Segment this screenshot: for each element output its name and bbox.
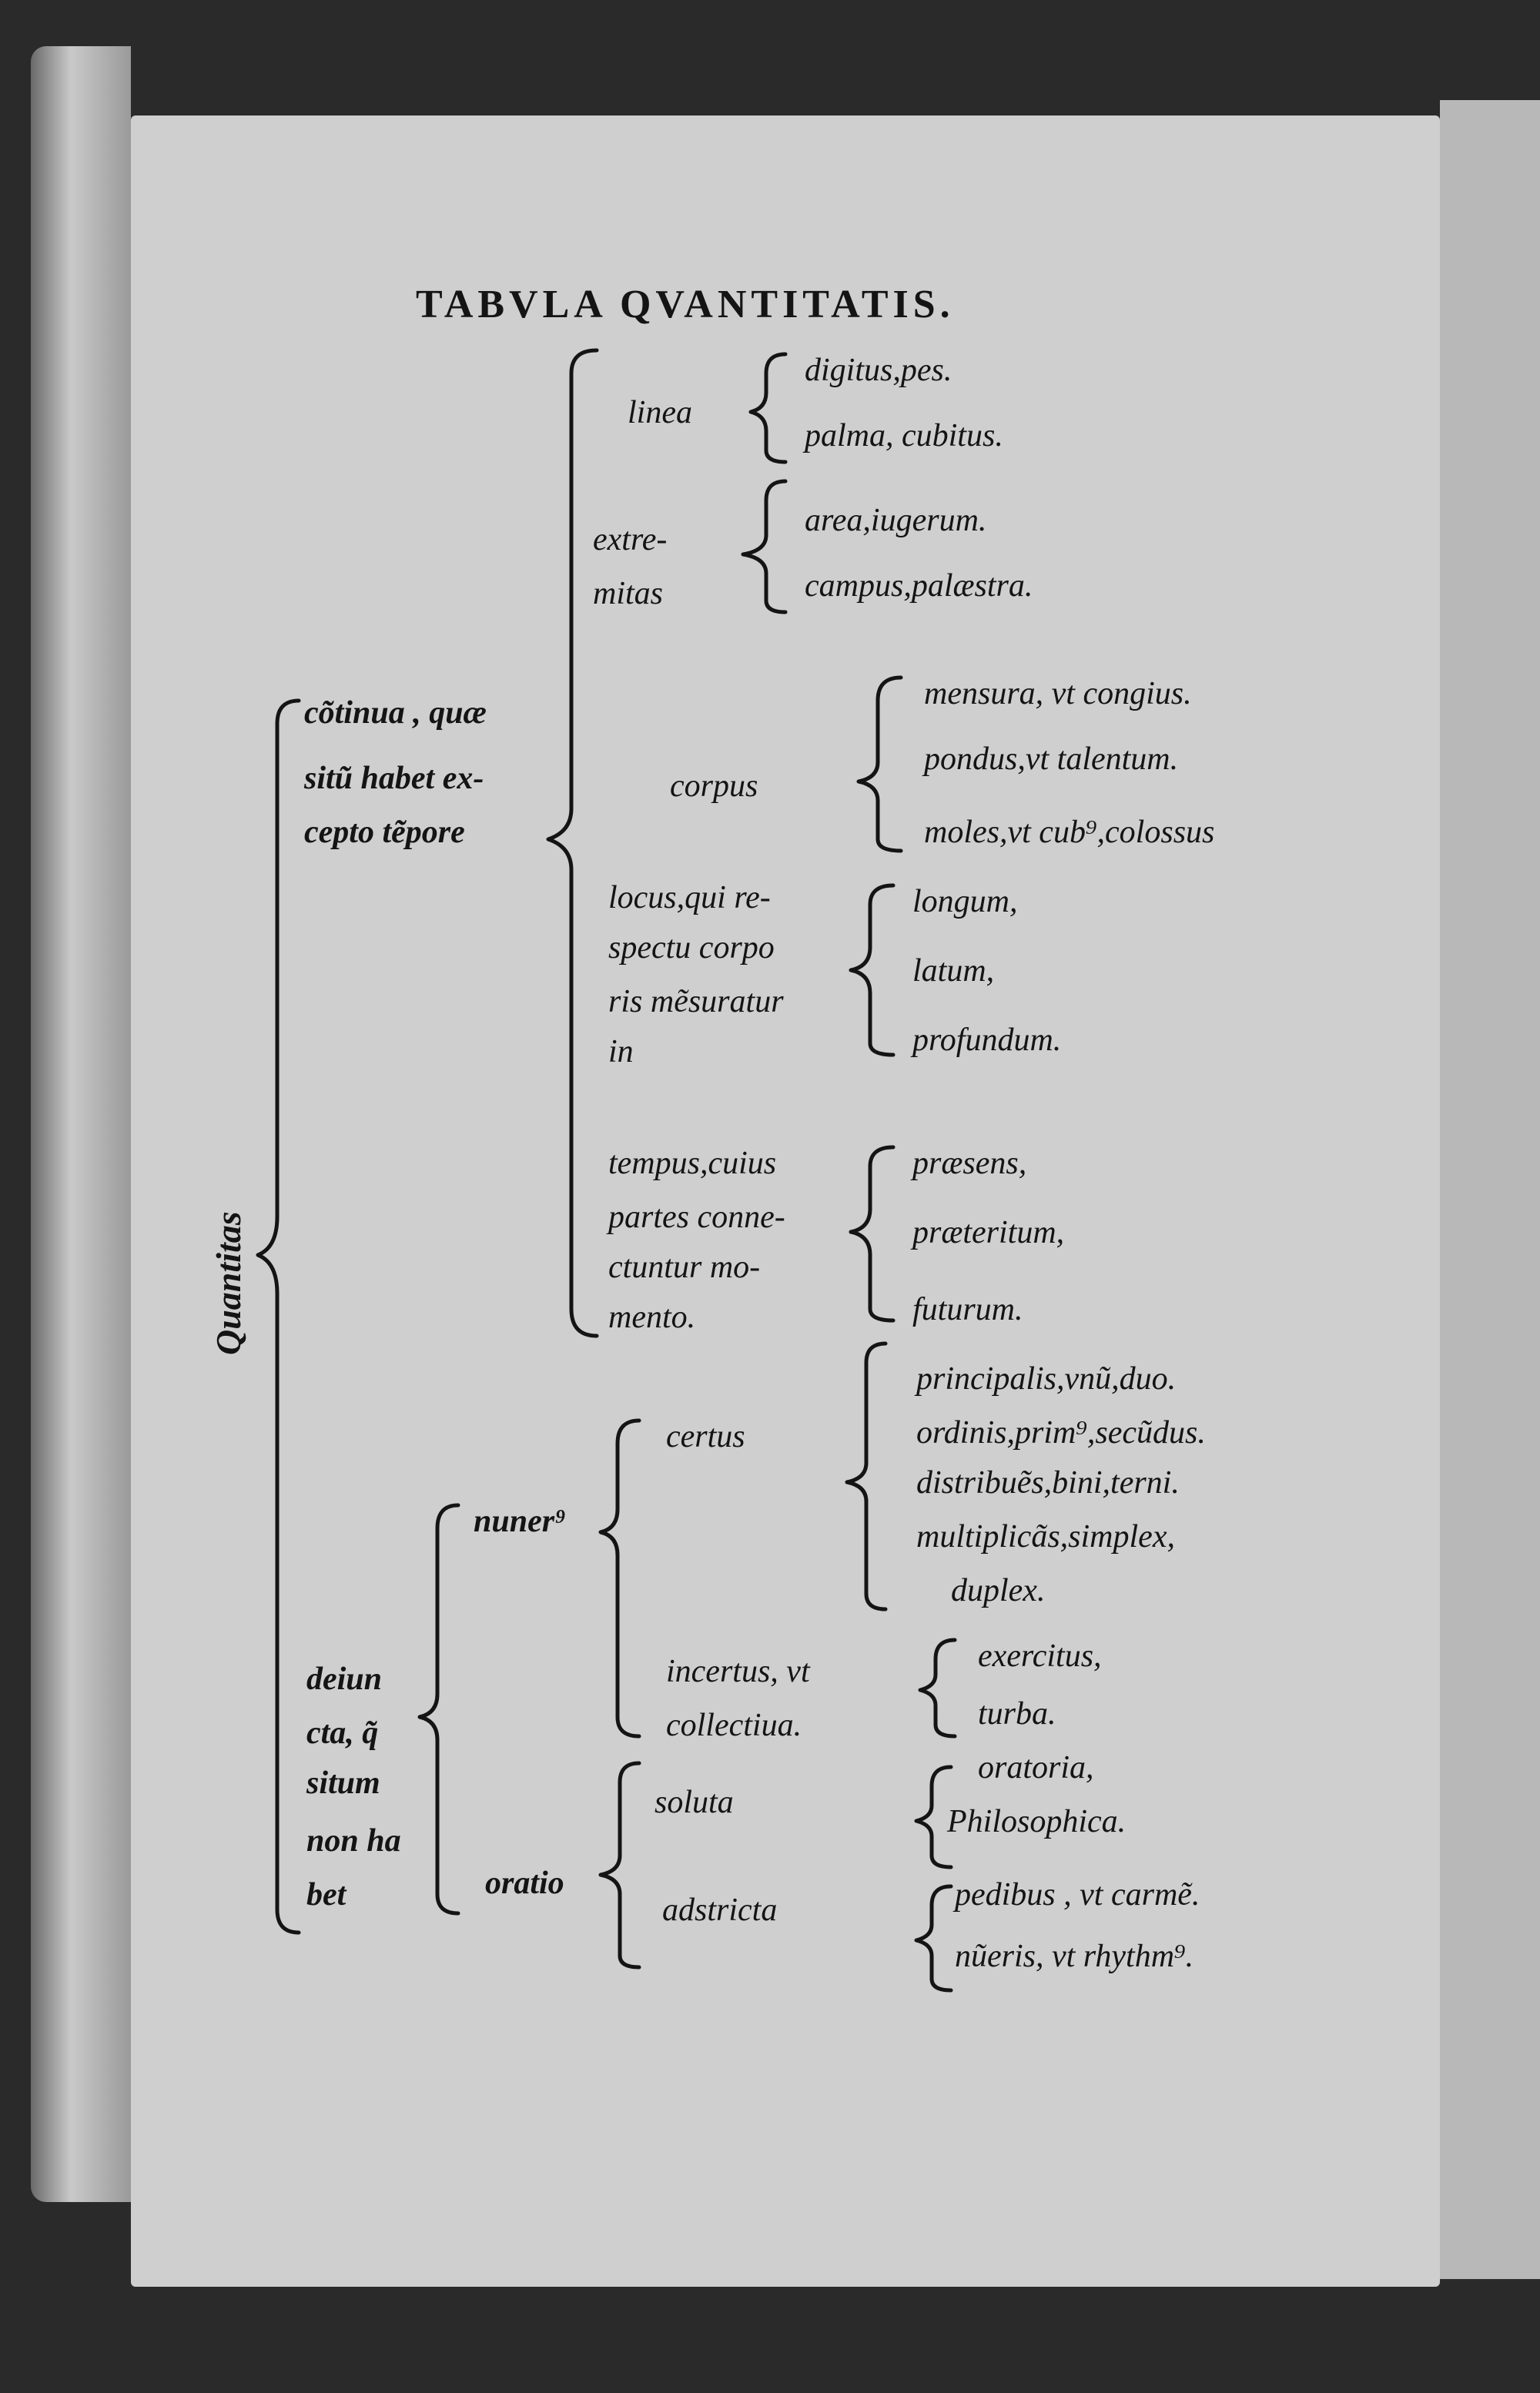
deiuncta-label-2: cta, q̃	[306, 1715, 379, 1751]
linea-label: linea	[628, 395, 692, 430]
deiuncta-label-3: situm	[306, 1765, 380, 1801]
locus-item-1: longum,	[912, 884, 1018, 919]
tempus-label-3: ctuntur mo-	[608, 1250, 761, 1285]
certus-item-5: duplex.	[951, 1573, 1046, 1608]
linea-item-2: palma, cubitus.	[805, 418, 1003, 453]
corpus-item-3: moles,vt cub⁹,colossus	[924, 815, 1215, 850]
tempus-label-2: partes conne-	[608, 1200, 785, 1235]
certus-item-3: distribuẽs,bini,terni.	[916, 1465, 1180, 1501]
incertus-label-1: incertus, vt	[666, 1654, 810, 1689]
incertus-item-2: turba.	[978, 1696, 1056, 1732]
incertus-label-2: collectiua.	[666, 1708, 802, 1743]
linea-item-1: digitus,pes.	[805, 353, 952, 388]
tempus-item-3: futurum.	[912, 1292, 1023, 1327]
adstricta-item-2: nũeris, vt rhythm⁹.	[955, 1939, 1194, 1974]
locus-item-2: latum,	[912, 953, 995, 989]
locus-item-3: profundum.	[912, 1022, 1062, 1058]
tempus-label-1: tempus,cuius	[608, 1146, 777, 1181]
locus-label-3: ris mẽsuratur	[608, 984, 784, 1019]
certus-item-4: multiplicãs,simplex,	[916, 1519, 1175, 1555]
certus-label: certus	[666, 1419, 745, 1454]
soluta-item-1: oratoria,	[978, 1750, 1094, 1786]
tempus-item-2: præteritum,	[912, 1215, 1065, 1250]
soluta-item-2: Philosophica.	[947, 1804, 1127, 1839]
deiuncta-label-5: bet	[306, 1877, 346, 1913]
adstricta-item-1: pedibus , vt carmẽ.	[955, 1877, 1200, 1913]
continua-label-1: cõtinua , quæ	[304, 695, 487, 731]
locus-label-2: spectu corpo	[608, 930, 775, 966]
locus-label-1: locus,qui re-	[608, 880, 771, 915]
book-edge	[31, 46, 131, 2202]
facing-page-edge	[1440, 100, 1540, 2279]
certus-item-1: principalis,vnũ,duo.	[916, 1361, 1177, 1397]
tempus-label-4: mento.	[608, 1300, 696, 1335]
certus-item-2: ordinis,prim⁹,secũdus.	[916, 1415, 1206, 1451]
extremitas-item-2: campus,palæstra.	[805, 568, 1033, 604]
page	[131, 115, 1440, 2287]
root-label: Quantitas	[209, 1211, 248, 1355]
corpus-item-1: mensura, vt congius.	[924, 676, 1192, 711]
continua-label-3: cepto tẽpore	[304, 815, 465, 850]
page-title: TABVLA QVANTITATIS.	[416, 283, 955, 326]
oratio-label: oratio	[485, 1866, 564, 1901]
incertus-item-1: exercitus,	[978, 1638, 1102, 1674]
continua-label-2: sitũ habet ex-	[304, 761, 484, 796]
tempus-item-1: præsens,	[912, 1146, 1027, 1181]
extremitas-label-2: mitas	[593, 576, 664, 611]
deiuncta-label-1: deiun	[306, 1662, 383, 1697]
deiuncta-label-4: non ha	[306, 1823, 401, 1859]
extremitas-item-1: area,iugerum.	[805, 503, 987, 538]
numerus-label: nuner⁹	[474, 1504, 566, 1539]
extremitas-label-1: extre-	[593, 522, 668, 557]
locus-label-4: in	[608, 1034, 634, 1069]
adstricta-label: adstricta	[662, 1893, 778, 1928]
corpus-item-2: pondus,vt talentum.	[924, 741, 1179, 777]
corpus-label: corpus	[670, 768, 758, 804]
soluta-label: soluta	[654, 1785, 734, 1820]
